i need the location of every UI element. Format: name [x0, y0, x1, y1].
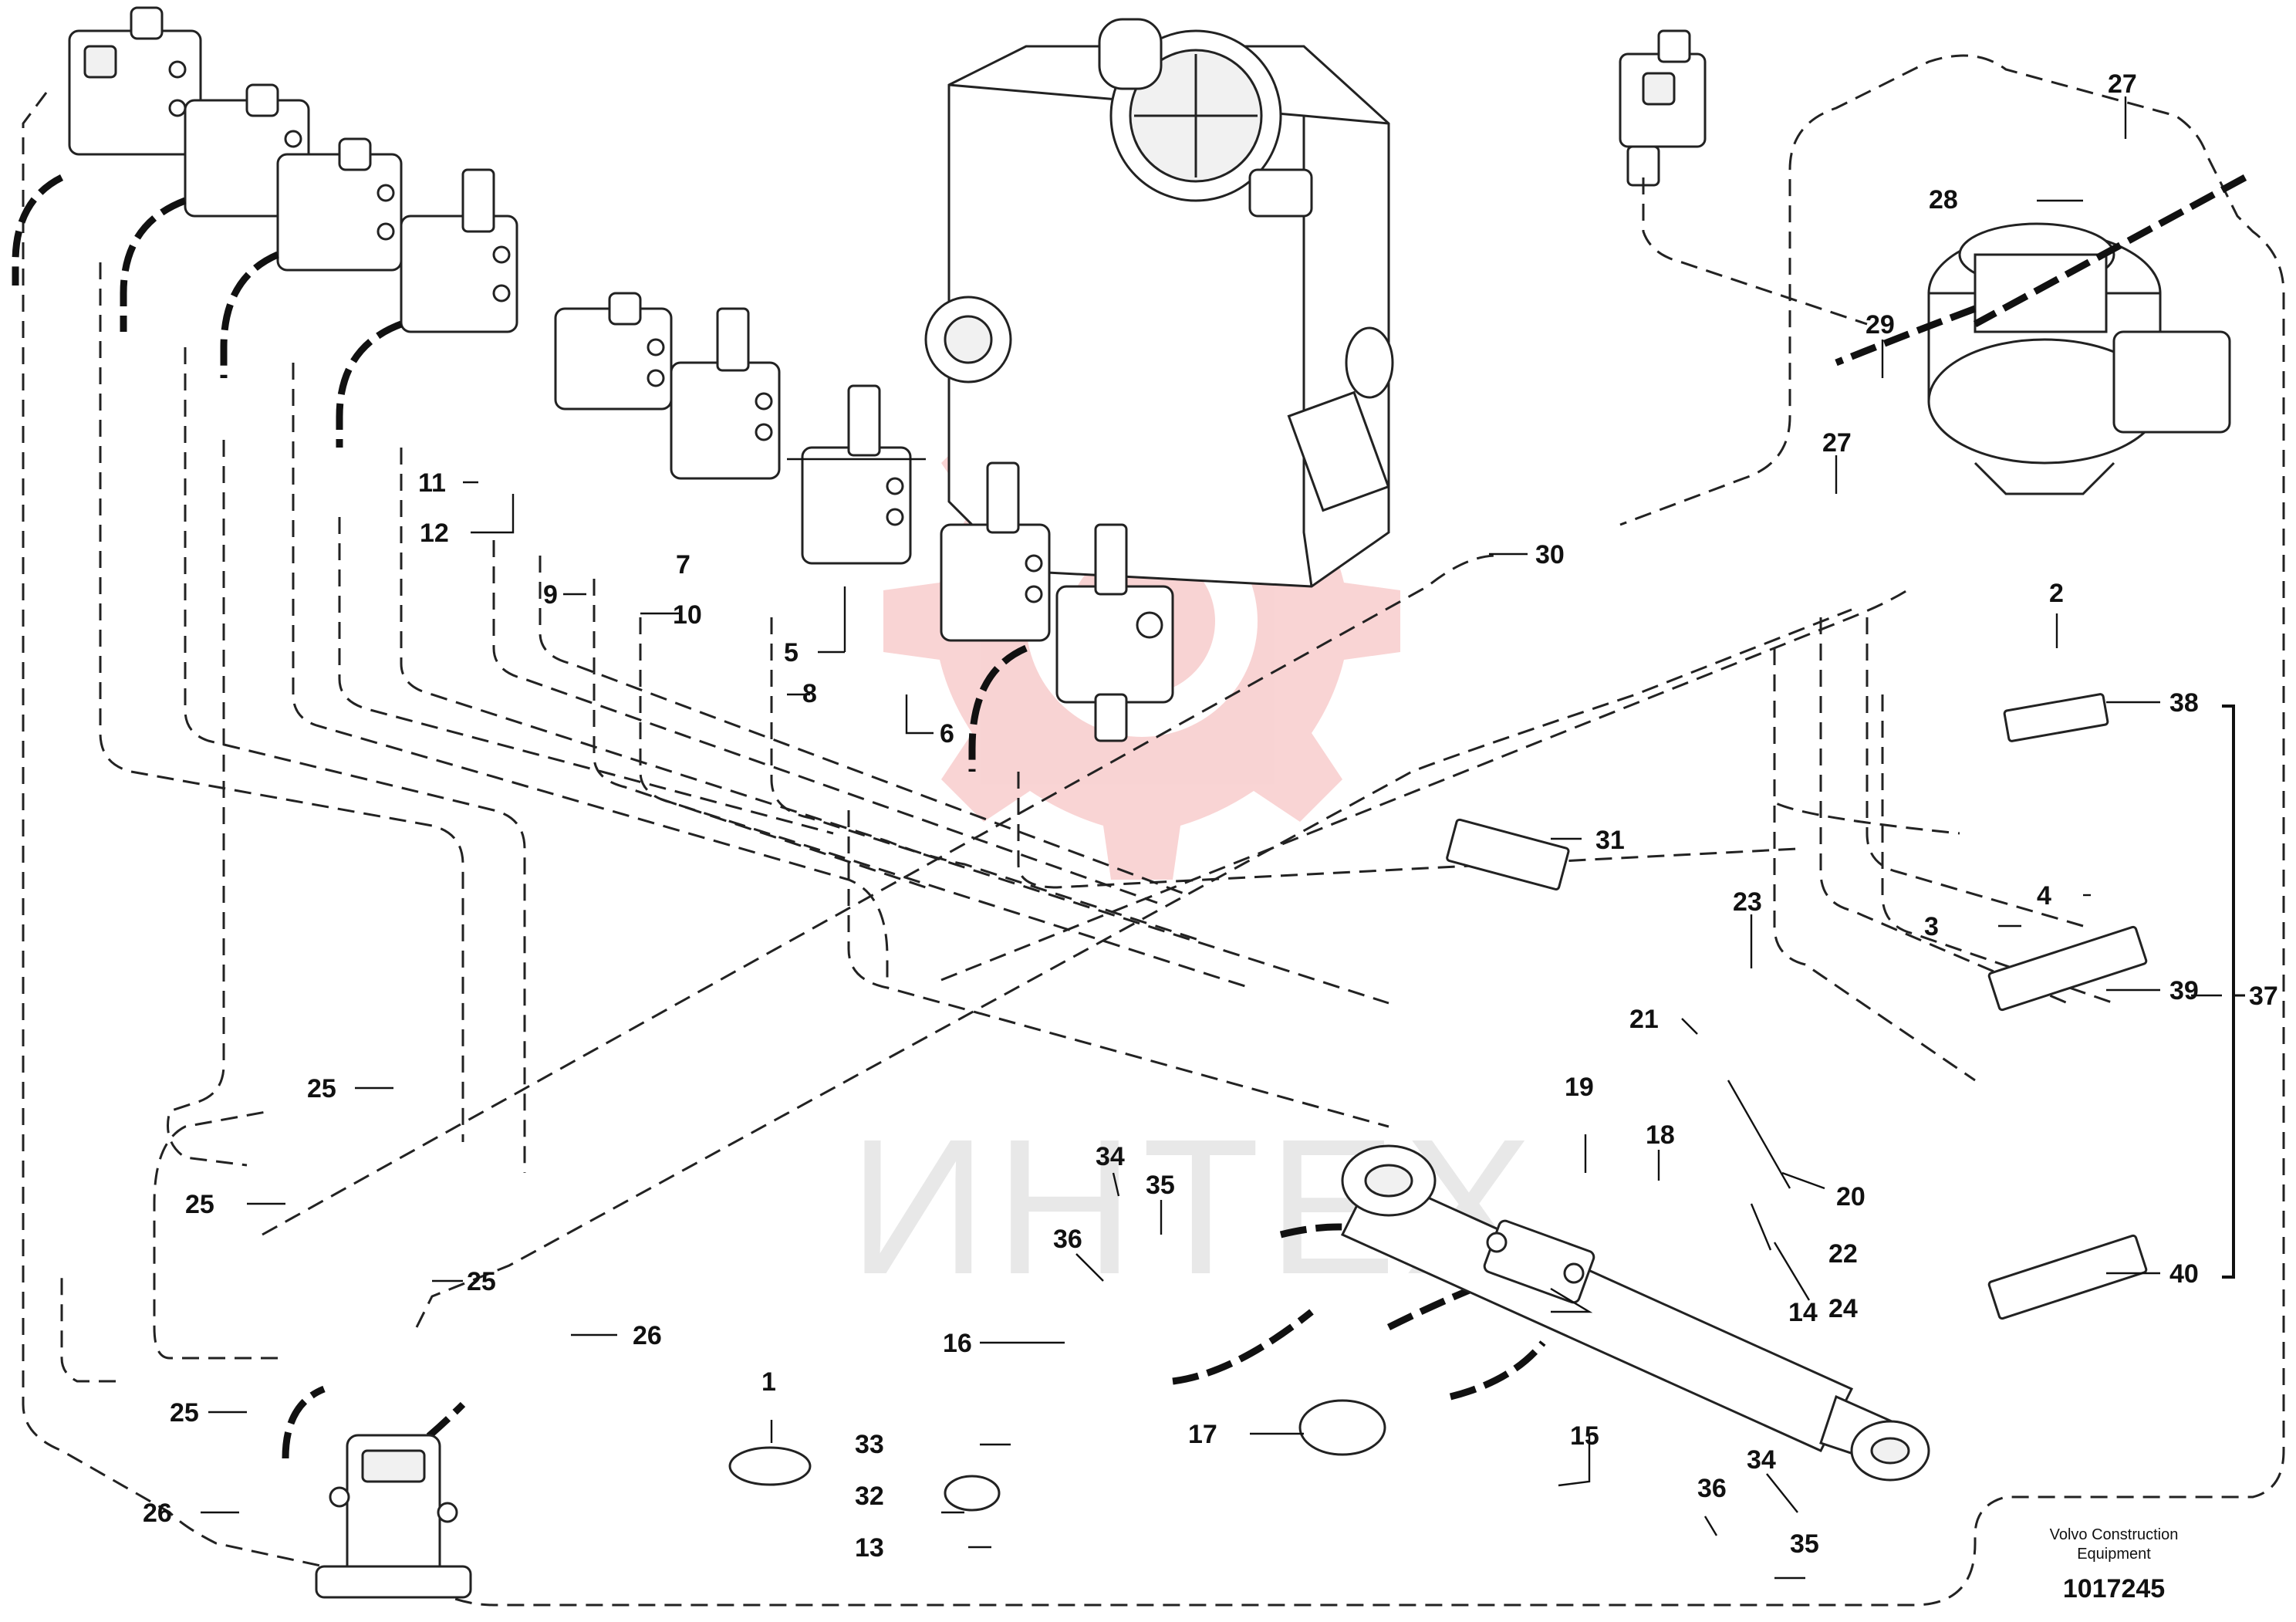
hose-clamp-17: [1298, 1399, 1386, 1456]
callout-2: 2: [2049, 579, 2064, 608]
callout-35b: 35: [1790, 1529, 1819, 1559]
control-valve-3: [276, 137, 403, 272]
swivel-joint: [315, 1434, 472, 1599]
callout-25b: 25: [185, 1190, 214, 1219]
callout-35a: 35: [1146, 1171, 1175, 1200]
callout-25d: 25: [170, 1398, 199, 1428]
clamp-assembly-40: [1987, 1234, 2148, 1320]
callout-12: 12: [420, 519, 449, 548]
callout-6: 6: [940, 719, 954, 748]
callout-33: 33: [855, 1430, 884, 1459]
callout-14: 14: [1788, 1298, 1818, 1327]
clamp-assembly-39: [1987, 925, 2148, 1012]
callout-9: 9: [543, 580, 558, 610]
control-valve-6: [670, 307, 781, 480]
bracket-37: [2222, 705, 2235, 1279]
callout-29: 29: [1866, 310, 1895, 340]
hoses: [12, 174, 2247, 1461]
cylinder-valve-block: [1483, 1219, 1595, 1304]
callout-28: 28: [1929, 185, 1958, 215]
callout-25a: 25: [307, 1074, 336, 1103]
control-valve-8: [940, 461, 1051, 642]
callout-30: 30: [1535, 540, 1565, 569]
callout-40: 40: [2169, 1259, 2199, 1289]
callout-24: 24: [1828, 1294, 1858, 1323]
control-valve-5: [554, 292, 673, 411]
control-valve-9: [1055, 523, 1174, 742]
solenoid-valve: [1619, 29, 1707, 187]
callout-37: 37: [2249, 982, 2278, 1011]
callout-34a: 34: [1096, 1142, 1125, 1171]
callout-36a: 36: [1053, 1225, 1082, 1254]
callouts: 1 2 3 4 5 6 7 8 9 10 11 12 13 14 15 16 1…: [143, 69, 2278, 1563]
callout-3: 3: [1924, 912, 1939, 941]
callout-8: 8: [802, 679, 817, 708]
leader-lines: [201, 96, 2222, 1580]
callout-32: 32: [855, 1482, 884, 1511]
callout-5: 5: [784, 638, 799, 667]
callout-36b: 36: [1697, 1474, 1727, 1503]
control-valve-4: [400, 168, 518, 333]
callout-11: 11: [418, 468, 446, 498]
callout-13: 13: [855, 1533, 884, 1563]
clip-32: [944, 1475, 1001, 1512]
hydraulic-cylinder: [1340, 1144, 1930, 1482]
drawing-number: 1017245: [2063, 1574, 2165, 1603]
cable-tie-1: [728, 1446, 812, 1486]
callout-1: 1: [761, 1367, 776, 1397]
manufacturer-line-2: Equipment: [2077, 1546, 2151, 1563]
callout-26b: 26: [143, 1499, 172, 1528]
callout-25c: 25: [467, 1267, 496, 1296]
hydraulic-tank: [924, 18, 1394, 588]
callout-39: 39: [2169, 976, 2199, 1005]
clamp-assembly-38: [2003, 693, 2109, 742]
callout-27b: 27: [1822, 428, 1852, 458]
callout-34b: 34: [1747, 1445, 1776, 1475]
callout-10: 10: [673, 600, 702, 630]
rubber-block-31: [1446, 818, 1570, 890]
callout-17: 17: [1188, 1420, 1217, 1449]
callout-7: 7: [676, 550, 690, 580]
callout-19: 19: [1565, 1073, 1594, 1102]
callout-38: 38: [2169, 688, 2199, 718]
callout-22: 22: [1828, 1239, 1858, 1269]
callout-27a: 27: [2108, 69, 2137, 99]
callout-16: 16: [943, 1329, 972, 1358]
control-valve-1: [68, 6, 202, 156]
callout-23: 23: [1733, 887, 1762, 917]
callout-18: 18: [1646, 1120, 1675, 1150]
title-block: Volvo Construction Equipment 1017245: [2050, 1526, 2179, 1603]
control-valve-7: [801, 384, 912, 565]
callout-4: 4: [2037, 881, 2051, 911]
callout-26a: 26: [633, 1321, 662, 1350]
callout-20: 20: [1836, 1182, 1866, 1211]
callout-31: 31: [1595, 826, 1625, 855]
callout-15: 15: [1570, 1421, 1599, 1451]
callout-21: 21: [1629, 1005, 1659, 1034]
manufacturer-line-1: Volvo Construction: [2050, 1526, 2179, 1543]
routing-lines: [60, 177, 2115, 1383]
